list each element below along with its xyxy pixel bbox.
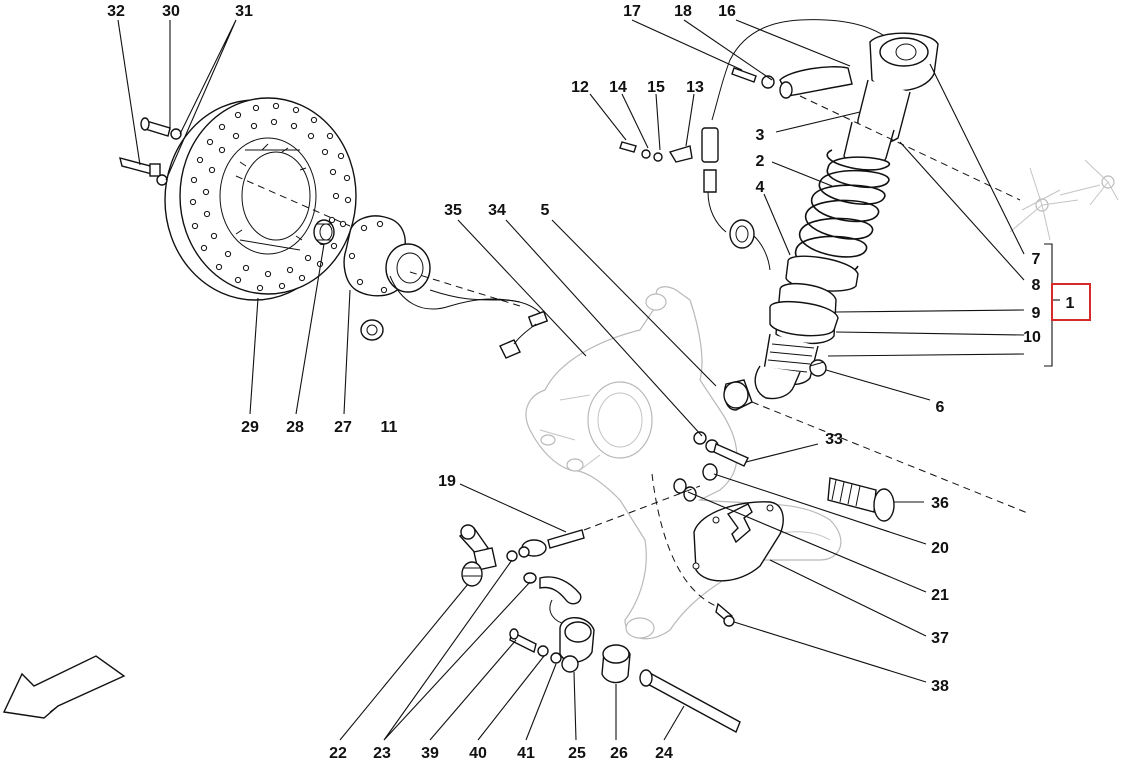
brake-disc: [164, 97, 357, 301]
callout-13[interactable]: 13: [686, 79, 704, 96]
direction-arrow-icon: [2, 655, 126, 719]
toe-link: [458, 524, 585, 587]
camber-bolt: [827, 477, 895, 522]
callout-25[interactable]: 25: [568, 745, 586, 762]
knuckle-washers: [673, 463, 718, 502]
callout-40[interactable]: 40: [469, 745, 487, 762]
wheel-hub: [343, 215, 521, 310]
wheel-bearing: [313, 219, 335, 245]
callout-18[interactable]: 18: [674, 3, 692, 20]
callout-30[interactable]: 30: [162, 3, 180, 20]
callout-38[interactable]: 38: [931, 678, 949, 695]
hub-nut: [360, 319, 384, 341]
leader-lines: [117, 19, 1025, 741]
highlighted-callout-box: [1051, 283, 1091, 321]
callout-41[interactable]: 41: [517, 745, 535, 762]
dust-cover-plate: [692, 501, 784, 582]
damper-lower-bolt: [693, 431, 749, 467]
callout-28[interactable]: 28: [286, 419, 304, 436]
callout-5[interactable]: 5: [541, 202, 550, 219]
damper-nut: [809, 359, 827, 377]
callout-34[interactable]: 34: [488, 202, 506, 219]
callout-16[interactable]: 16: [718, 3, 736, 20]
callout-9[interactable]: 9: [1032, 305, 1041, 322]
callout-15[interactable]: 15: [647, 79, 665, 96]
callout-31[interactable]: 31: [235, 3, 253, 20]
callout-27[interactable]: 27: [334, 419, 352, 436]
callout-22[interactable]: 22: [329, 745, 347, 762]
callout-32[interactable]: 32: [107, 3, 125, 20]
callout-12[interactable]: 12: [571, 79, 589, 96]
wheel-spider-ghost: [1009, 159, 1119, 241]
callout-19[interactable]: 19: [438, 473, 456, 490]
callout-24[interactable]: 24: [655, 745, 673, 762]
callout-4[interactable]: 4: [756, 179, 765, 196]
wheel-studs: [119, 117, 182, 186]
abs-sensor: [429, 289, 549, 359]
callout-8[interactable]: 8: [1032, 277, 1041, 294]
callout-1[interactable]: 1: [1066, 295, 1075, 312]
callout-3[interactable]: 3: [756, 127, 765, 144]
callout-14[interactable]: 14: [609, 79, 627, 96]
assembly-axes: [235, 95, 1031, 607]
callout-10[interactable]: 10: [1023, 329, 1041, 346]
brake-hose-bracket: [523, 572, 582, 625]
callout-39[interactable]: 39: [421, 745, 439, 762]
callout-labels: 32 30 31 17 18 16 12 14 15 13 3 2 4 35 3…: [107, 3, 1074, 762]
callout-23[interactable]: 23: [373, 745, 391, 762]
callout-6[interactable]: 6: [936, 399, 945, 416]
callout-29[interactable]: 29: [241, 419, 259, 436]
lower-arm-bushing: [509, 617, 595, 673]
damper-wiring: [619, 19, 891, 233]
callout-7[interactable]: 7: [1032, 251, 1041, 268]
cover-screw: [715, 602, 735, 627]
shock-absorber: [723, 32, 939, 411]
callout-37[interactable]: 37: [931, 630, 949, 647]
callout-20[interactable]: 20: [931, 540, 949, 557]
bump-stop: [729, 219, 771, 271]
callout-11[interactable]: 11: [381, 419, 398, 436]
callout-36[interactable]: 36: [931, 495, 949, 512]
lower-shaft: [601, 644, 741, 733]
callout-33[interactable]: 33: [825, 431, 843, 448]
callout-17[interactable]: 17: [623, 3, 641, 20]
callout-35[interactable]: 35: [444, 202, 462, 219]
callout-21[interactable]: 21: [931, 587, 949, 604]
callout-2[interactable]: 2: [756, 153, 765, 170]
callout-26[interactable]: 26: [610, 745, 628, 762]
